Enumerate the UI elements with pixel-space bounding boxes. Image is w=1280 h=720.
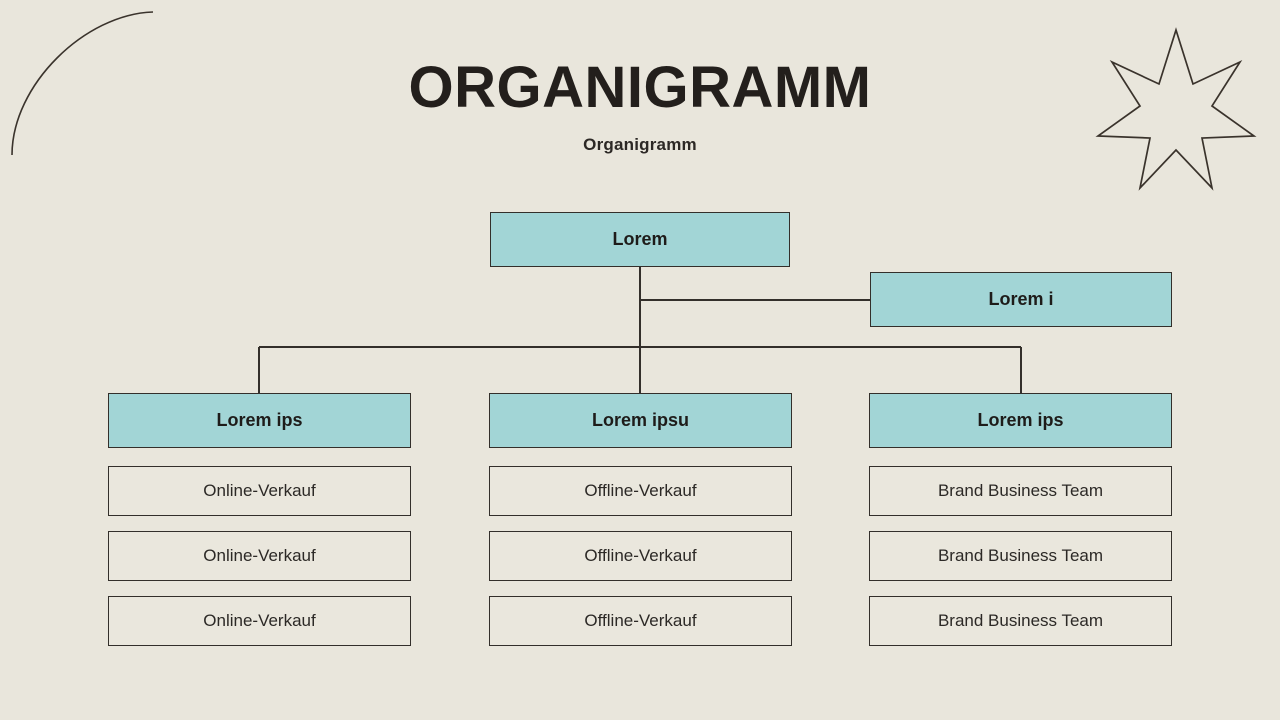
node-assistant-label: Lorem i (988, 289, 1054, 309)
node-leaf-label: Brand Business Team (937, 611, 1104, 630)
node-leaf[interactable]: Brand Business Team (869, 531, 1172, 581)
node-leaf[interactable]: Online-Verkauf (108, 596, 411, 646)
node-leaf[interactable]: Brand Business Team (869, 466, 1172, 516)
node-leaf[interactable]: Offline-Verkauf (489, 596, 792, 646)
branch-2-children: Offline-Verkauf Offline-Verkauf Offline-… (489, 466, 792, 661)
page-header: ORGANIGRAMM Organigramm (0, 55, 1280, 155)
node-leaf-label: Offline-Verkauf (584, 546, 697, 565)
branch-3-children: Brand Business Team Brand Business Team … (869, 466, 1172, 661)
node-branch-2[interactable]: Lorem ipsu (489, 393, 792, 448)
node-root[interactable]: Lorem (490, 212, 790, 267)
node-leaf-label: Offline-Verkauf (584, 611, 697, 630)
node-leaf-label: Brand Business Team (937, 481, 1104, 500)
branch-1-children: Online-Verkauf Online-Verkauf Online-Ver… (108, 466, 411, 661)
page-title: ORGANIGRAMM (408, 55, 872, 120)
node-leaf-label: Online-Verkauf (203, 481, 316, 500)
page-subtitle: Organigramm (583, 134, 697, 154)
node-leaf[interactable]: Offline-Verkauf (489, 466, 792, 516)
node-leaf-label: Brand Business Team (937, 546, 1104, 565)
node-leaf[interactable]: Online-Verkauf (108, 531, 411, 581)
node-branch-1-label: Lorem ips (216, 410, 303, 430)
node-leaf-label: Offline-Verkauf (584, 481, 697, 500)
node-leaf-label: Online-Verkauf (203, 611, 316, 630)
node-branch-1[interactable]: Lorem ips (108, 393, 411, 448)
node-branch-3-label: Lorem ips (977, 410, 1064, 430)
node-leaf[interactable]: Brand Business Team (869, 596, 1172, 646)
node-leaf[interactable]: Online-Verkauf (108, 466, 411, 516)
node-leaf-label: Online-Verkauf (203, 546, 316, 565)
node-branch-2-label: Lorem ipsu (591, 410, 689, 430)
node-assistant[interactable]: Lorem i (870, 272, 1172, 327)
node-branch-3[interactable]: Lorem ips (869, 393, 1172, 448)
node-leaf[interactable]: Offline-Verkauf (489, 531, 792, 581)
node-root-label: Lorem (612, 229, 668, 249)
